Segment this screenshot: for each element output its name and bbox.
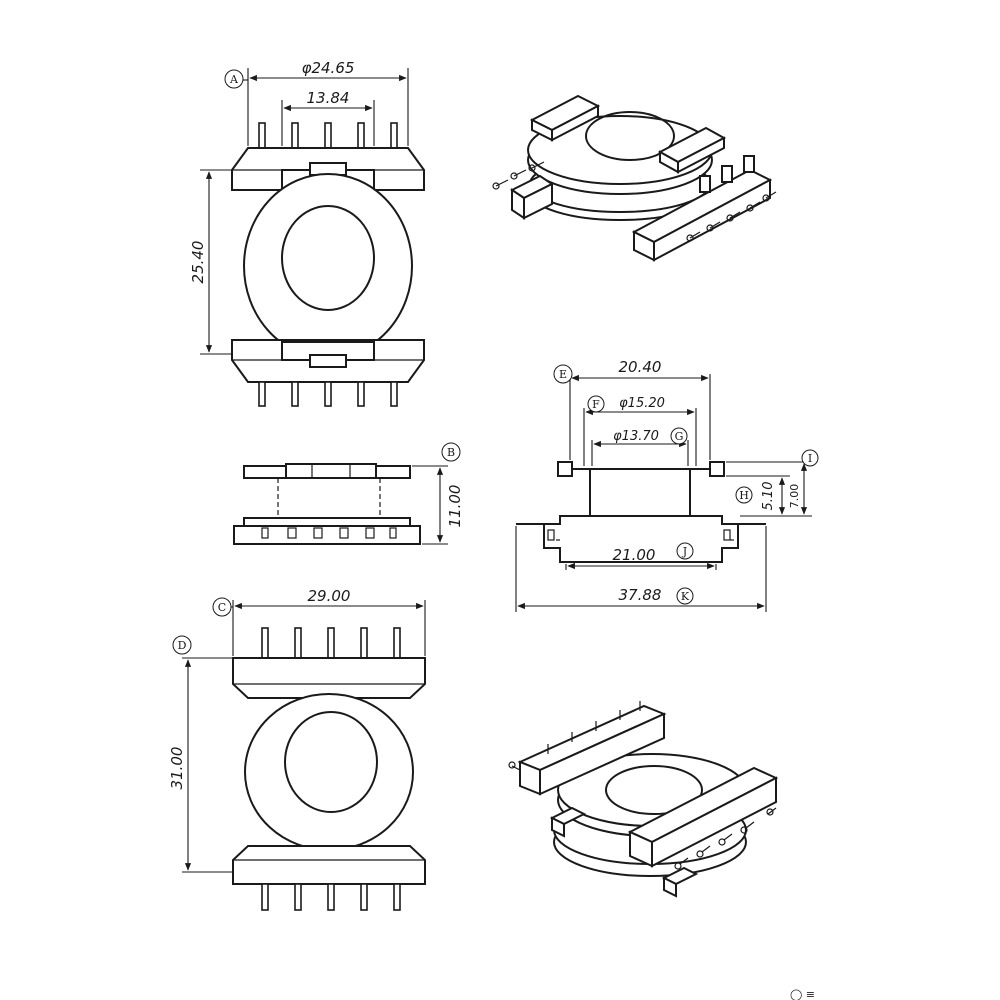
callout-j: J [682, 545, 687, 558]
dim-total-height: 7.00 [788, 484, 801, 509]
bottom-view-lower-pins [261, 883, 401, 911]
bottom-view-bobbin-body [244, 693, 414, 851]
callout-f-circle [587, 395, 605, 413]
top-view-core-bore [281, 205, 375, 311]
iso-top-pins [492, 161, 777, 242]
bottom-view-lower-flange [232, 845, 426, 885]
iso-bottom-core-bore [605, 765, 703, 815]
dim-bottom-width: 29.00 [308, 587, 351, 605]
callout-c: C [218, 601, 226, 614]
callout-j-circle [676, 542, 694, 560]
callout-d: D [178, 639, 187, 652]
callout-k-circle [676, 587, 694, 605]
callout-g-circle [670, 427, 688, 445]
callout-f: F [592, 398, 600, 411]
side-view-pin-slots [261, 527, 397, 539]
dim-inner-width: 13.84 [307, 89, 350, 107]
top-view-lower-pins [258, 381, 398, 407]
section-view: 20.40 E φ15.20 F φ13.70 G 5.10 7.00 H I … [515, 358, 819, 612]
callout-b-circle [441, 442, 461, 462]
callout-c-circle [212, 597, 232, 617]
callout-i: I [808, 452, 812, 465]
dim-inner-bore: φ13.70 [613, 429, 659, 444]
callout-d-circle [172, 635, 192, 655]
side-view: 11.00 B [233, 442, 464, 545]
dim-top-height: 25.40 [189, 241, 207, 284]
isometric-view-top [492, 94, 777, 262]
callout-h-circle [735, 486, 753, 504]
dim-flange-height: 5.10 [761, 482, 776, 511]
dim-outer-bore: φ15.20 [619, 396, 665, 411]
dim-outer-diameter: φ24.65 [302, 59, 355, 77]
isometric-view-bottom [508, 701, 779, 898]
dim-base-width: 21.00 [613, 546, 656, 564]
callout-g: G [675, 430, 684, 443]
top-view: φ24.65 A 13.84 25.40 [189, 59, 425, 407]
callout-i-circle [801, 449, 819, 467]
footer-marks: ◯ ≡ [790, 988, 815, 1000]
dim-side-height: 11.00 [446, 485, 464, 528]
dim-pin-span: 37.88 [619, 586, 662, 604]
bottom-view-upper-flange [232, 657, 426, 699]
dim-bottom-height: 31.00 [168, 747, 186, 790]
bottom-view-upper-pins [261, 627, 401, 661]
callout-h: H [739, 489, 749, 502]
iso-top-core-bore [585, 111, 675, 161]
bottom-view-core-bore [284, 711, 378, 813]
top-view-upper-pins [258, 122, 398, 164]
callout-a-circle [224, 69, 244, 89]
callout-e-circle [553, 364, 573, 384]
bottom-view: 29.00 C 31.00 D [168, 587, 426, 911]
callout-k: K [681, 590, 690, 603]
callout-b: B [447, 446, 455, 459]
callout-e: E [559, 368, 567, 381]
iso-bottom-pins [508, 701, 777, 870]
top-view-bobbin-body [243, 173, 413, 359]
dim-section-width: 20.40 [619, 358, 662, 376]
callout-a: A [229, 73, 239, 86]
